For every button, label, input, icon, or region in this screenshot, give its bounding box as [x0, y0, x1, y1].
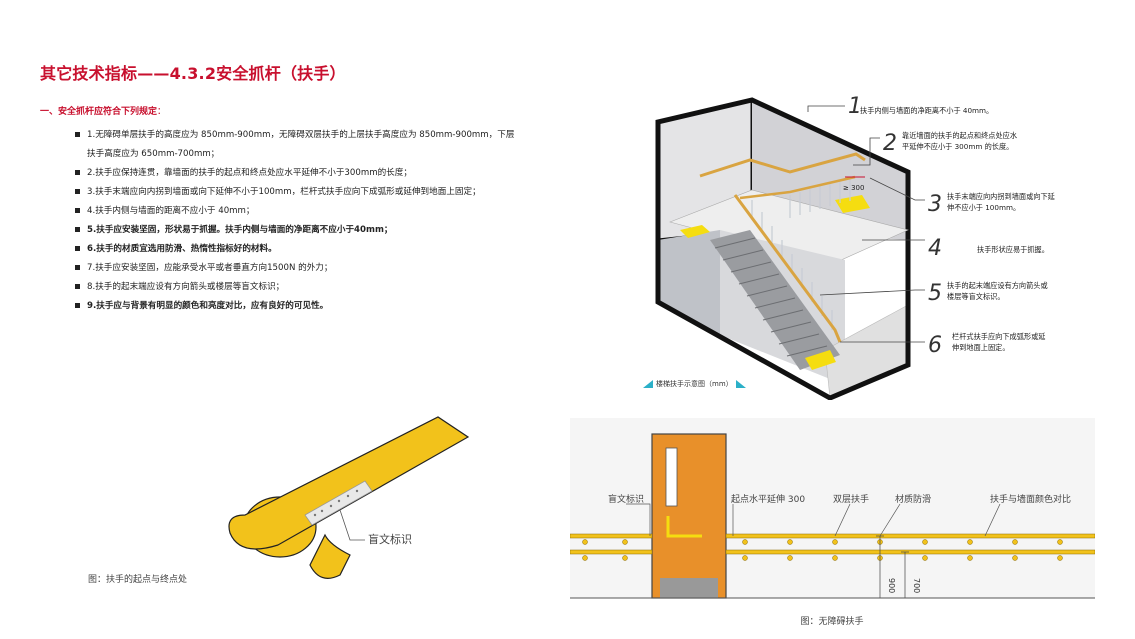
- tactile-paving-bottom: [805, 350, 836, 370]
- page-title: 其它技术指标——4.3.2安全抓杆（扶手）: [40, 64, 346, 83]
- upper-rail-right: [725, 533, 1095, 539]
- callout-leaders: [807, 105, 925, 343]
- triangle-icon: [643, 380, 653, 388]
- dimension-900: 900: [887, 578, 896, 593]
- braille-strip: [304, 480, 373, 526]
- rule-item: 5.扶手应安装坚固，形状易于抓握。扶手内侧与墙面的净距离不应小于40mm；: [75, 221, 515, 240]
- door: [651, 433, 727, 599]
- callout-4-text: 扶手形状应易于抓握。: [977, 245, 1049, 254]
- rule-item: 4.扶手内侧与墙面的距离不应小于 40mm；: [75, 202, 515, 221]
- elevation-label-extension: 起点水平延伸 300: [731, 493, 805, 505]
- handrail-return: [309, 533, 351, 579]
- callout-3-text-2: 伸不应小于 100mm。: [947, 203, 1020, 212]
- dimension-label: ≥ 300: [843, 184, 864, 192]
- wall-handrail-upper: [699, 152, 866, 178]
- elevation-label-braille: 盲文标识: [608, 493, 644, 505]
- rule-item: 6.扶手的材质宜选用防滑、热惰性指标好的材料。: [75, 240, 515, 259]
- detail-leader: [339, 509, 365, 541]
- detail-caption: 图：扶手的起点与终点处: [88, 575, 188, 585]
- callout-5-number: 5: [928, 281, 942, 306]
- callout-3-number: 3: [928, 192, 942, 217]
- door-window: [665, 447, 678, 507]
- callout-2-text-2: 平延伸不应小于 300mm 的长度。: [902, 142, 1013, 151]
- rules-intro-label: 一、安全抓杆应符合下列规定: [40, 107, 158, 117]
- callout-3-text-1: 扶手末端应向内拐到墙面或向下延: [947, 192, 1055, 201]
- callout-1-text: 扶手内侧与墙面的净距离不小于 40mm。: [860, 106, 993, 115]
- door-handle: [666, 516, 702, 538]
- handrail-end-detail: 盲文标识: [228, 416, 470, 579]
- rule-item: 1.无障碍单层扶手的高度应为 850mm-900mm，无障碍双层扶手的上层扶手高…: [75, 126, 515, 164]
- callout-1-number: 1: [848, 94, 862, 119]
- callout-6-text-1: 栏杆式扶手应向下成弧形或延: [952, 332, 1045, 341]
- lower-rail-right: [725, 549, 1095, 555]
- elevation-leaders: [626, 503, 1001, 537]
- elevation-caption: 图：无障碍扶手: [800, 615, 863, 627]
- braille-label: 盲文标识: [368, 532, 412, 546]
- handrail-bar: [228, 416, 470, 550]
- callout-2-text-1: 靠近墙面的扶手的起点和终点处应水: [902, 131, 1017, 140]
- rules-intro: 一、安全抓杆应符合下列规定：: [40, 104, 166, 117]
- elevation-dimensions: [876, 535, 909, 598]
- stair-caption: 楼梯扶手示意图（mm）: [643, 378, 746, 390]
- rules-intro-colon: ：: [157, 107, 167, 117]
- tactile-paving-top: [835, 195, 870, 213]
- callout-6-number: 6: [928, 333, 942, 358]
- callout-5-text-2: 楼层等盲文标识。: [947, 292, 1005, 301]
- stair-steps: [714, 237, 828, 357]
- braille-dots: [313, 489, 359, 517]
- rule-item: 9.扶手应与背景有明显的颜色和亮度对比，应有良好的可见性。: [75, 297, 515, 316]
- stair-handrail: [733, 194, 842, 343]
- handrail-elevation: 900 700 盲文标识 起点水平延伸 300 双层扶手 材质防滑 扶手与墙面颜…: [570, 418, 1095, 627]
- stair-flight: [710, 230, 840, 370]
- tactile-paving-left: [680, 225, 710, 238]
- rule-item: 3.扶手末端应向内拐到墙面或向下延伸不小于100mm，栏杆式扶手应向下成弧形或延…: [75, 183, 515, 202]
- door-kickplate: [660, 578, 718, 598]
- callout-4-number: 4: [928, 236, 942, 261]
- dimension-700: 700: [912, 578, 921, 593]
- elevation-wall: [570, 418, 1095, 598]
- rule-item: 7.扶手应安装坚固，应能承受水平或者垂直方向1500N 的外力；: [75, 259, 515, 278]
- callout-5-text-1: 扶手的起末端应设有方向箭头或: [947, 281, 1048, 290]
- stair-illustration: ≥ 300 1 扶手内侧与墙面的净距离不小于 40mm。 2 靠近墙面的扶手的起…: [655, 94, 1055, 400]
- callout-2-number: 2: [883, 131, 897, 156]
- callout-6-text-2: 伸到地面上固定。: [952, 343, 1010, 352]
- elevation-label-antislip: 材质防滑: [895, 493, 931, 505]
- upper-rail-left: [570, 533, 653, 539]
- lower-rail-left: [570, 549, 653, 555]
- rules-list: 1.无障碍单层扶手的高度应为 850mm-900mm，无障碍双层扶手的上层扶手高…: [75, 126, 515, 316]
- landing-handrail: [739, 175, 856, 200]
- elevation-label-contrast: 扶手与墙面颜色对比: [990, 493, 1071, 505]
- elevation-label-double: 双层扶手: [833, 493, 869, 505]
- stair-caption-text: 楼梯扶手示意图（mm）: [656, 380, 733, 388]
- rule-item: 2.扶手应保持连贯，靠墙面的扶手的起点和终点处应水平延伸不小于300mm的长度；: [75, 164, 515, 183]
- lower-outline: [655, 230, 911, 400]
- rule-item: 8.扶手的起末端应设有方向箭头或楼层等盲文标识；: [75, 278, 515, 297]
- triangle-icon: [735, 380, 746, 388]
